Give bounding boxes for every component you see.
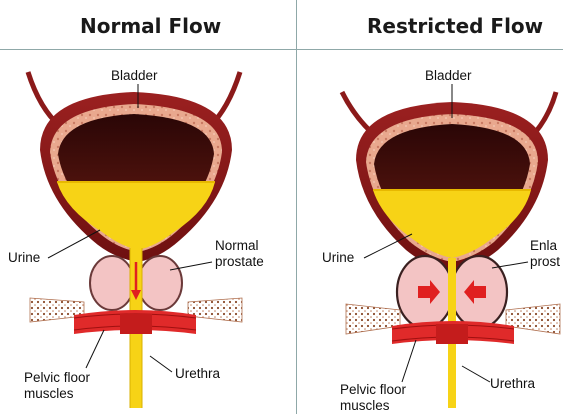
urine-fill [373,190,531,258]
label-urine: Urine [322,250,354,266]
sphincter [120,314,152,334]
normal-bladder-diagram [28,72,242,408]
label-bladder: Bladder [111,68,158,84]
restricted-bladder-diagram [342,84,560,408]
label-prostate: Enla prost [530,238,560,270]
label-prostate: Normal prostate [215,238,264,270]
label-urine: Urine [8,250,40,266]
pelvic-tissue-right [188,298,242,322]
label-urethra: Urethra [490,376,535,392]
pelvic-tissue-left [346,304,400,334]
prostate-left-lobe [90,256,134,310]
label-urethra: Urethra [175,366,220,382]
pelvic-tissue-right [506,304,560,334]
label-pelvic-floor-muscles: Pelvic floor muscles [24,370,90,402]
urine-fill [57,182,215,250]
label-bladder: Bladder [425,68,472,84]
prostate-right-lobe [138,256,182,310]
sphincter [436,324,468,344]
label-pelvic-floor-muscles: Pelvic floor muscles [340,382,406,414]
